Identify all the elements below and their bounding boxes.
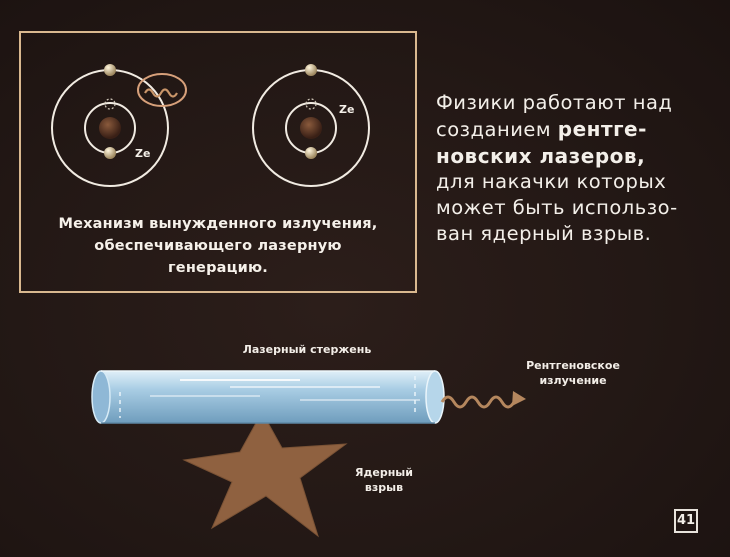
nucleus-left [99,117,121,139]
rod-label: Лазерный стержень [242,343,372,356]
page-number: 41 [674,509,698,533]
caption-line-2: обеспечивающего лазерную [94,238,342,254]
text-line-1: Физики работают над [436,91,673,114]
xray-label: Рентгеновское излучение [508,358,638,388]
diagram-caption: Механизм вынужденного излучения, обеспеч… [21,213,415,279]
explosion-label: Ядерный взрыв [346,465,422,495]
text-line-3: новских лазеров, [436,144,646,168]
xray-arrowhead [512,391,526,406]
explosion-label-line-2: взрыв [364,481,404,494]
caption-line-1: Механизм вынужденного излучения, [58,216,378,232]
description-text: Физики работают над созданием рентге- но… [436,90,702,247]
ze-label-right: Ze [339,103,354,116]
atom-left [51,64,187,187]
atom-orbits-illustration: Ze Ze [51,64,370,187]
photon-wave-left [144,88,178,98]
hole-left [104,98,116,110]
stimulated-emission-diagram: Ze Ze Механизм вынужденного излучения, о… [19,31,417,293]
electron-outer-left [104,64,116,76]
laser-rod [91,370,445,424]
xray-wave [440,395,516,409]
text-line-2-plain: созданием [436,118,558,141]
explosion-star [182,410,348,538]
xray-label-line-1: Рентгеновское [526,359,620,372]
text-line-4: для накачки которых [436,170,667,193]
text-line-5: может быть использо- [436,196,678,219]
electron-inner-left [104,147,116,159]
atom-right [252,64,370,187]
text-line-2-bold: рентге- [557,117,647,141]
xray-label-line-2: излучение [539,374,607,387]
ze-label-left: Ze [135,147,150,160]
nucleus-right [300,117,322,139]
electron-outer-right [305,64,317,76]
explosion-label-line-1: Ядерный [355,466,413,479]
caption-line-3: генерацию. [168,260,268,276]
text-line-6: ван ядерный взрыв. [436,222,652,245]
photon-ellipse [137,73,187,107]
hole-right [305,98,317,110]
text-line-2: созданием рентге- [436,116,702,143]
electron-inner-right [305,147,317,159]
